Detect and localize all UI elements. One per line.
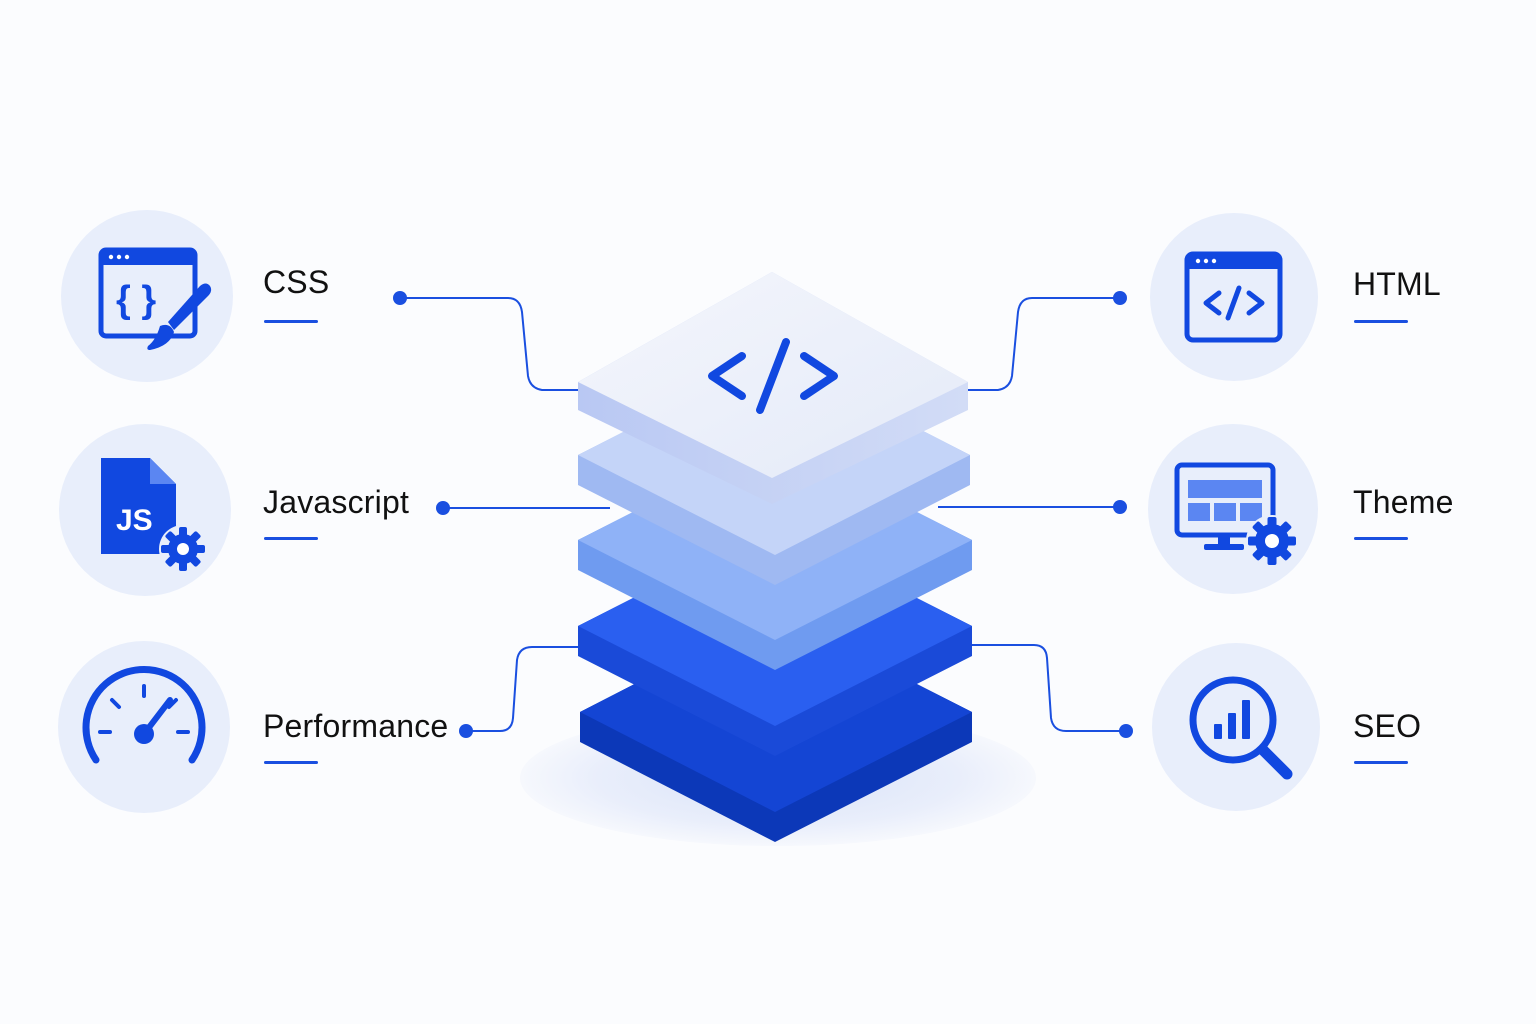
browser-code-icon xyxy=(1184,251,1283,343)
label-theme: Theme xyxy=(1353,484,1454,520)
layer-stack xyxy=(578,272,972,842)
svg-text:{ }: { } xyxy=(116,279,156,321)
connectors xyxy=(393,291,1133,738)
label-css: CSS xyxy=(263,264,330,300)
stack-layer-1-top xyxy=(578,272,968,504)
connector-theme xyxy=(938,500,1127,514)
underline-performance xyxy=(264,761,318,764)
magnifier-chart-icon xyxy=(1189,676,1293,780)
svg-text:JS: JS xyxy=(116,504,153,537)
underline-javascript xyxy=(264,537,318,540)
underline-seo xyxy=(1354,761,1408,764)
label-seo: SEO xyxy=(1353,708,1422,744)
code-brackets-icon xyxy=(708,338,838,414)
label-html: HTML xyxy=(1353,266,1441,302)
speedometer-icon xyxy=(82,665,206,764)
js-file-gear-icon: JS xyxy=(101,458,207,573)
connector-javascript xyxy=(436,501,610,515)
connector-performance xyxy=(459,646,578,738)
label-performance: Performance xyxy=(263,708,449,744)
label-javascript: Javascript xyxy=(263,484,410,520)
css-editor-brush-icon: { } xyxy=(98,247,212,350)
connector-seo xyxy=(972,644,1133,738)
connector-html xyxy=(968,291,1127,391)
underline-html xyxy=(1354,320,1408,323)
underline-theme xyxy=(1354,537,1408,540)
monitor-layout-gear-icon xyxy=(1174,462,1298,567)
connector-css xyxy=(393,291,578,391)
underline-css xyxy=(264,320,318,323)
